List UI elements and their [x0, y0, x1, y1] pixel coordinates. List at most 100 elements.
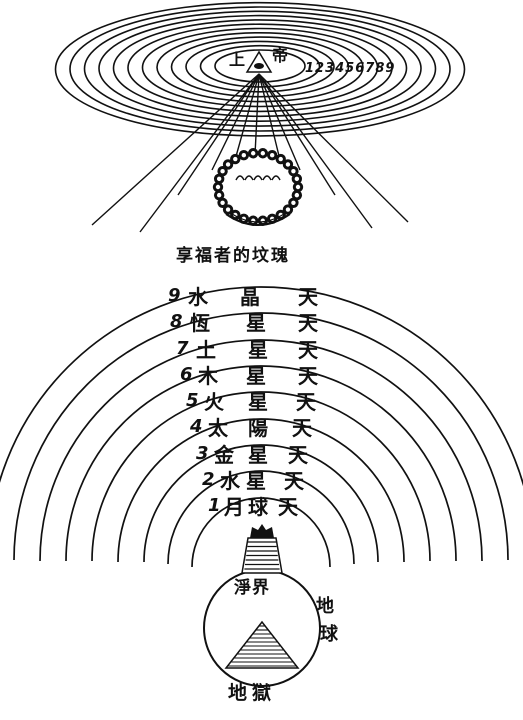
- celestial-rose: [212, 148, 304, 226]
- blessed-soul-highlight: [225, 162, 231, 167]
- blessed-soul-highlight: [294, 192, 300, 198]
- earth-label-1: 地: [316, 596, 334, 617]
- heaven-suffix: 天: [298, 311, 320, 335]
- heaven-name-mid: 星: [248, 338, 270, 362]
- heaven-name-mid: 星: [246, 311, 268, 335]
- purgatory-label: 淨界: [234, 578, 270, 598]
- divine-ring: [214, 49, 306, 83]
- divine-ray: [254, 73, 260, 156]
- divine-ray: [211, 73, 260, 171]
- blessed-soul-highlight: [220, 168, 225, 174]
- heaven-suffix: 天: [298, 285, 320, 309]
- divine-ray: [258, 73, 336, 196]
- blessed-soul-highlight: [216, 192, 222, 198]
- divine-ring: [83, 10, 437, 127]
- blessed-soul-highlight: [233, 156, 238, 162]
- heaven-name-mid: 星: [246, 364, 268, 388]
- heaven-sphere-arc: [117, 418, 405, 563]
- rose-base: [225, 213, 291, 226]
- divine-ray: [258, 73, 409, 223]
- divine-ring: [112, 19, 408, 118]
- earthly-paradise-icon: [250, 524, 274, 538]
- blessed-soul-highlight: [220, 200, 225, 206]
- heaven-name: 月: [224, 495, 246, 519]
- heaven-name: 木: [198, 364, 220, 388]
- blessed-soul-highlight: [269, 153, 275, 158]
- heaven-name-mid: 晶: [240, 285, 262, 309]
- rose-petal: [271, 175, 281, 181]
- divine-ring: [98, 14, 422, 123]
- heaven-number: 4: [190, 416, 205, 437]
- heaven-sphere-arc: [91, 391, 431, 562]
- heaven-suffix: 天: [296, 390, 318, 414]
- heaven-suffix: 天: [298, 364, 320, 388]
- divine-ray: [139, 73, 260, 233]
- divine-ray: [258, 73, 373, 229]
- heaven-name: 水: [220, 469, 242, 493]
- heaven-sphere-arc: [13, 312, 509, 561]
- blessed-soul-highlight: [215, 184, 221, 190]
- heaven-name: 水: [188, 285, 210, 309]
- heaven-sphere-arc: [65, 365, 457, 562]
- heaven-number: 2: [202, 469, 217, 490]
- heaven-sphere-arc: [191, 497, 331, 568]
- blessed-soul-highlight: [285, 162, 291, 167]
- blessed-soul-highlight: [295, 184, 301, 190]
- blessed-soul-highlight: [285, 207, 291, 212]
- blessed-soul-highlight: [241, 153, 247, 158]
- heaven-sphere-arc: [39, 339, 483, 562]
- trinity-triangle: [245, 50, 273, 73]
- rose-petal: [253, 175, 263, 181]
- heaven-name-mid: 星: [248, 443, 270, 467]
- top-left-char: 上: [229, 50, 246, 69]
- divine-ring: [54, 1, 466, 137]
- heaven-name-mid: 陽: [248, 416, 270, 440]
- divine-ring: [69, 6, 451, 132]
- earth-label-2: 球: [320, 624, 338, 645]
- sphere-numbers: 123456789: [305, 61, 396, 76]
- divine-ring: [127, 23, 393, 113]
- rose-petal: [262, 175, 272, 181]
- heaven-number: 6: [180, 364, 195, 385]
- heaven-number: 5: [186, 390, 201, 411]
- divine-ring: [170, 36, 350, 98]
- heaven-name-mid: 球: [248, 495, 270, 519]
- top-right-char: 帝: [272, 46, 289, 65]
- heaven-sphere-arc: [143, 444, 379, 563]
- divine-ray: [258, 73, 281, 161]
- blessed-soul-highlight: [216, 176, 222, 182]
- blessed-soul-highlight: [294, 176, 300, 182]
- blessed-soul-highlight: [291, 168, 296, 174]
- divine-ring: [156, 31, 364, 103]
- divine-ray: [91, 73, 260, 226]
- heaven-sphere-arc: [167, 470, 355, 565]
- divine-ring: [199, 44, 321, 88]
- heaven-number: 8: [170, 311, 185, 332]
- heaven-name: 土: [196, 338, 218, 362]
- rose-petal: [244, 175, 254, 181]
- earth-globe: [203, 524, 321, 687]
- blessed-label: 享福者的坟瑰: [176, 246, 290, 266]
- rose-base-inner: [231, 213, 285, 223]
- heaven-name-mid: 星: [246, 469, 268, 493]
- heaven-name-mid: 星: [248, 390, 270, 414]
- divine-ring: [141, 27, 379, 108]
- heaven-suffix: 天: [298, 338, 320, 362]
- heaven-name: 金: [214, 443, 236, 467]
- blessed-soul-highlight: [260, 151, 266, 156]
- heaven-name: 太: [208, 416, 230, 440]
- hell-cone: [224, 620, 300, 669]
- heaven-suffix: 天: [292, 416, 314, 440]
- heaven-spheres: [0, 286, 523, 568]
- heaven-suffix: 天: [284, 469, 306, 493]
- heaven-number: 7: [176, 338, 191, 359]
- hell-label: 地獄: [228, 682, 277, 704]
- heaven-suffix: 天: [278, 495, 300, 519]
- divine-rays: [91, 73, 409, 233]
- heaven-name: 火: [204, 390, 226, 414]
- divine-ellipses: [54, 1, 466, 137]
- divine-ray: [258, 73, 301, 171]
- blessed-soul-highlight: [225, 207, 231, 212]
